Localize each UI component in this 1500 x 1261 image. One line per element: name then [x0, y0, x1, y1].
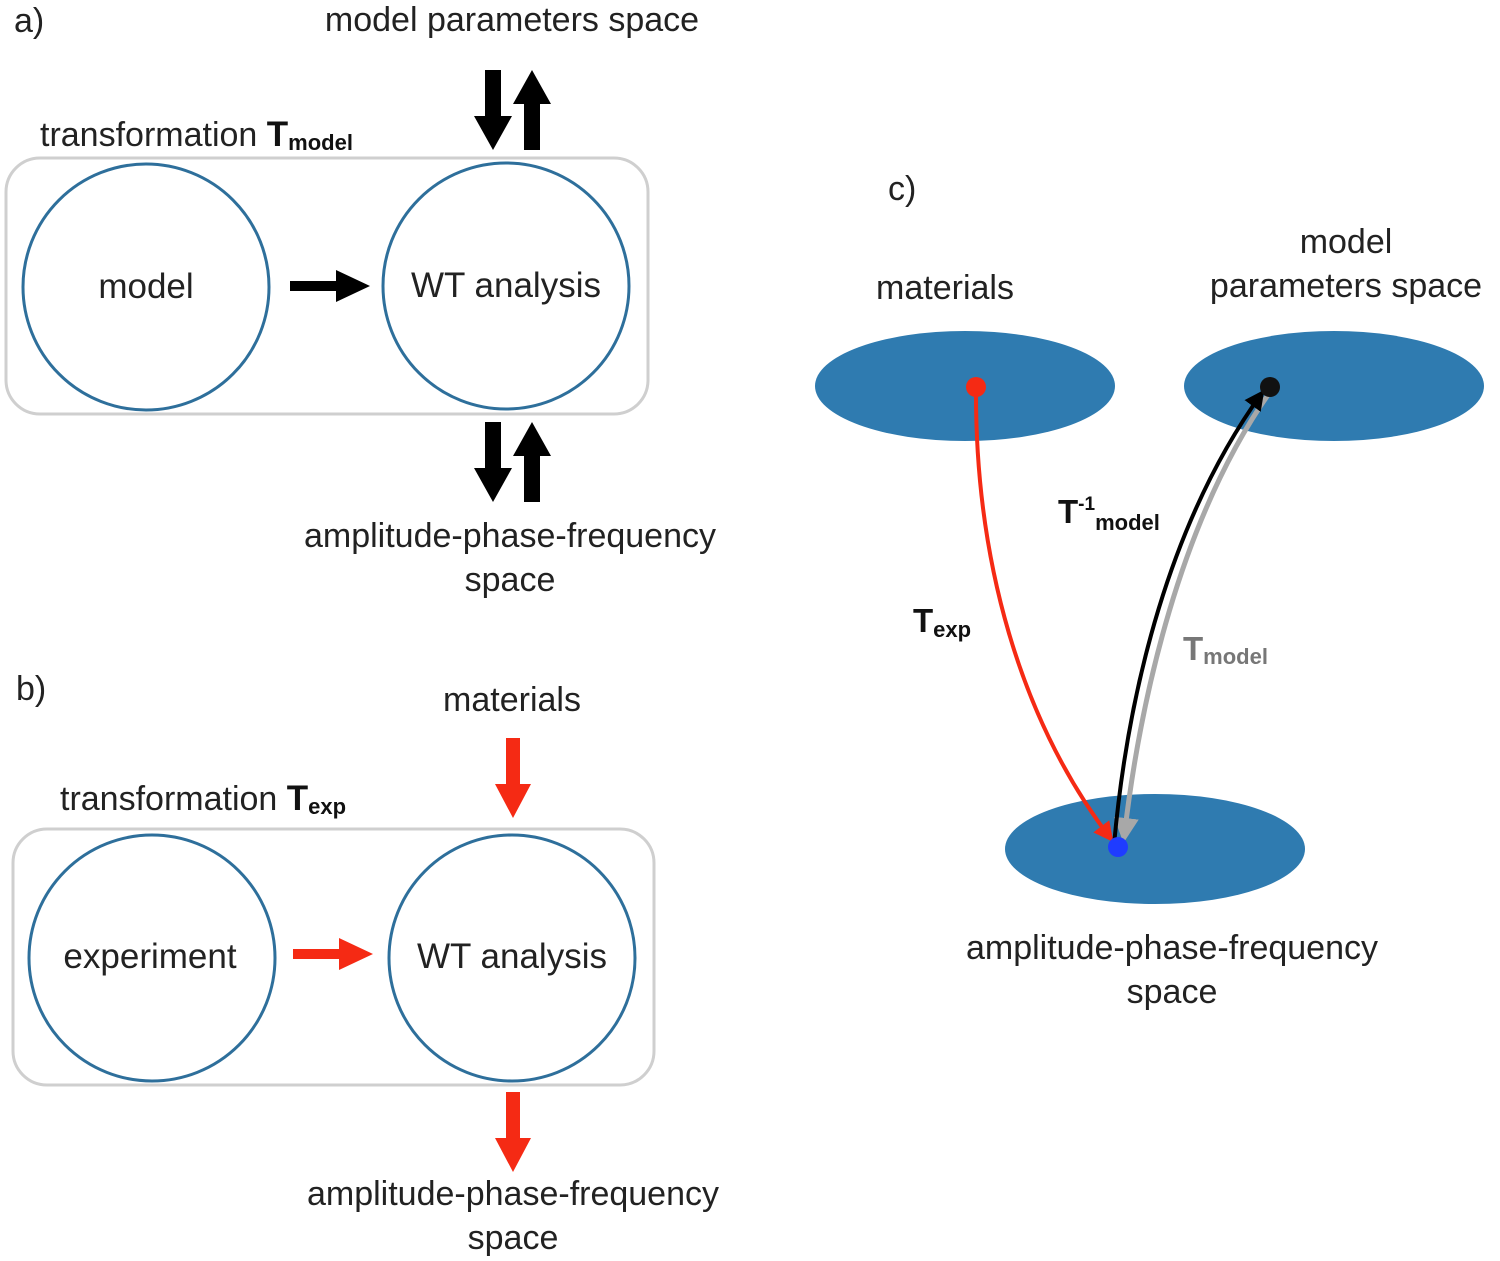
t-inv-sup: -1 — [1078, 494, 1095, 515]
panel-b-bottom-label-line2: space — [468, 1219, 559, 1257]
panel-a-bottom-arrows — [474, 422, 551, 502]
materials-ellipse — [815, 331, 1115, 441]
right-arrow-icon — [293, 938, 373, 970]
model-space-label-line2: parameters space — [1210, 267, 1482, 305]
wt-analysis-circle-b — [387, 833, 637, 1083]
down-arrow-icon — [474, 70, 512, 150]
t-inv-sub: model — [1095, 510, 1160, 535]
model-parameter-point — [1260, 377, 1280, 397]
wt-analysis-label-a: WT analysis — [411, 266, 601, 305]
down-arrow-icon — [474, 422, 512, 502]
experiment-circle — [27, 833, 277, 1083]
panel-a-top-arrows — [474, 70, 551, 150]
panel-b-transform-symbol: T — [287, 779, 308, 818]
panel-a-tag: a) — [14, 2, 44, 40]
t-inv-symbol: T — [1058, 493, 1078, 530]
apf-label-line2: space — [1127, 973, 1218, 1011]
t-model-sub: model — [1203, 644, 1268, 669]
t-exp-symbol: T — [913, 602, 933, 639]
panel-a-transform-symbol: T — [267, 115, 288, 154]
apf-label-line1: amplitude-phase-frequency — [966, 929, 1378, 967]
panel-a: a) model parameters space transformation… — [4, 1, 716, 599]
panel-c: c) materials model parameters space Texp… — [815, 170, 1484, 1011]
t-inverse-model-label: T-1model — [1058, 493, 1160, 535]
wt-analysis-circle-a — [381, 161, 631, 411]
panel-c-tag: c) — [888, 170, 916, 208]
panel-a-transform-title: transformation Tmodel — [40, 115, 353, 155]
right-arrow-icon — [290, 270, 370, 302]
t-exp-label: Texp — [913, 602, 971, 642]
up-arrow-icon — [513, 422, 551, 502]
down-arrow-icon — [495, 1092, 531, 1172]
panel-b-transform-sub: exp — [308, 794, 346, 819]
panel-a-bottom-label-line2: space — [465, 561, 556, 599]
t-model-label: Tmodel — [1183, 630, 1268, 669]
t-exp-sub: exp — [933, 617, 971, 642]
panel-b-bottom-label-line1: amplitude-phase-frequency — [307, 1175, 719, 1213]
up-arrow-icon — [513, 70, 551, 150]
panel-a-bottom-label-line1: amplitude-phase-frequency — [304, 517, 716, 555]
panel-b-transform-title: transformation Texp — [60, 779, 346, 819]
panel-a-transform-prefix: transformation — [40, 116, 267, 154]
t-exp-arrow — [973, 387, 1114, 843]
panel-a-group-box — [4, 156, 650, 416]
panel-b-tag: b) — [16, 670, 46, 708]
materials-label: materials — [876, 269, 1014, 307]
panel-a-transform-sub: model — [288, 130, 353, 155]
apf-space-ellipse — [1005, 794, 1305, 904]
panel-b-top-label: materials — [443, 681, 581, 719]
t-model-arrow — [1113, 390, 1273, 843]
model-space-ellipse — [1184, 331, 1484, 441]
materials-point — [966, 377, 986, 397]
panel-b-group-box — [11, 827, 656, 1087]
apf-point — [1108, 837, 1128, 857]
t-model-symbol: T — [1183, 630, 1203, 667]
panel-a-top-label: model parameters space — [325, 1, 699, 39]
model-space-label-line1: model — [1300, 223, 1393, 261]
panel-b-transform-prefix: transformation — [60, 780, 287, 818]
model-circle-label: model — [98, 267, 193, 306]
down-arrow-icon — [495, 738, 531, 818]
experiment-circle-label: experiment — [63, 937, 236, 976]
panel-b: b) materials transformation Texp experim… — [11, 670, 719, 1257]
t-inverse-model-arrow — [1112, 389, 1265, 846]
wt-analysis-label-b: WT analysis — [417, 937, 607, 976]
model-circle — [21, 162, 271, 412]
